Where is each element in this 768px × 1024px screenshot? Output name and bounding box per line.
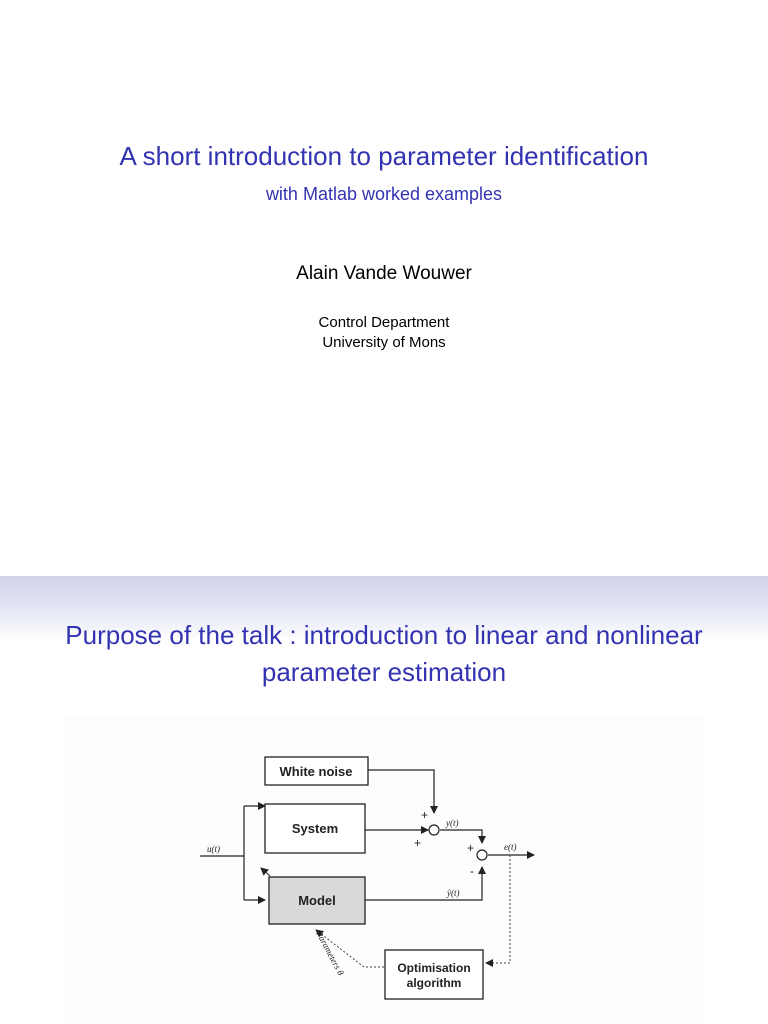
slide-title-line1: Purpose of the talk : introduction to li… [65,620,703,650]
institute-department: Control Department [318,314,450,331]
optimisation-label-line2: algorithm [407,976,462,990]
diagram-svg: White noise System Model Optimisation al… [200,756,535,1000]
plus-sign-noise: + [421,808,428,822]
purpose-slide: Purpose of the talk : introduction to li… [0,576,768,1024]
error-signal-label: e(t) [504,842,517,852]
presentation-subtitle: with Matlab worked examples [265,184,503,204]
model-feedback-arrow [260,867,271,877]
error-to-optimiser-dotted [485,855,511,967]
model-box [268,876,366,925]
institute-university: University of Mons [322,334,446,351]
system-label: System [292,821,338,836]
minus-sign-model: - [470,864,474,878]
model-output-line [365,866,486,901]
author-name: Alain Vande Wouwer [296,263,472,284]
title-slide: A short introduction to parameter identi… [119,141,649,351]
optimisation-label-line1: Optimisation [397,961,470,975]
plus-sign-system: + [414,836,421,850]
slide-title: Purpose of the talk : introduction to li… [20,617,748,691]
input-signal-label: u(t) [207,844,220,854]
white-noise-label: White noise [280,764,353,779]
slide-header-band [0,576,768,640]
slide-title-line2: parameter estimation [261,657,507,687]
noise-signal-line [368,769,438,814]
system-box [264,803,366,854]
y-to-error-sum-line [440,829,486,844]
white-noise-box [264,756,369,786]
parameters-label: Parameters θ [314,928,346,977]
sum-junction-error [476,849,488,861]
sum-junction-output [428,824,440,836]
optimisation-box [384,949,484,1000]
output-signal-label: y(t) [445,818,459,828]
model-output-signal-label: ŷ(t) [446,888,460,898]
identification-block-diagram: White noise System Model Optimisation al… [64,716,704,1024]
model-label: Model [298,893,336,908]
plus-sign-y: + [467,841,474,855]
presentation-title: A short introduction to parameter identi… [119,141,649,171]
parameters-dotted-line [315,929,384,968]
